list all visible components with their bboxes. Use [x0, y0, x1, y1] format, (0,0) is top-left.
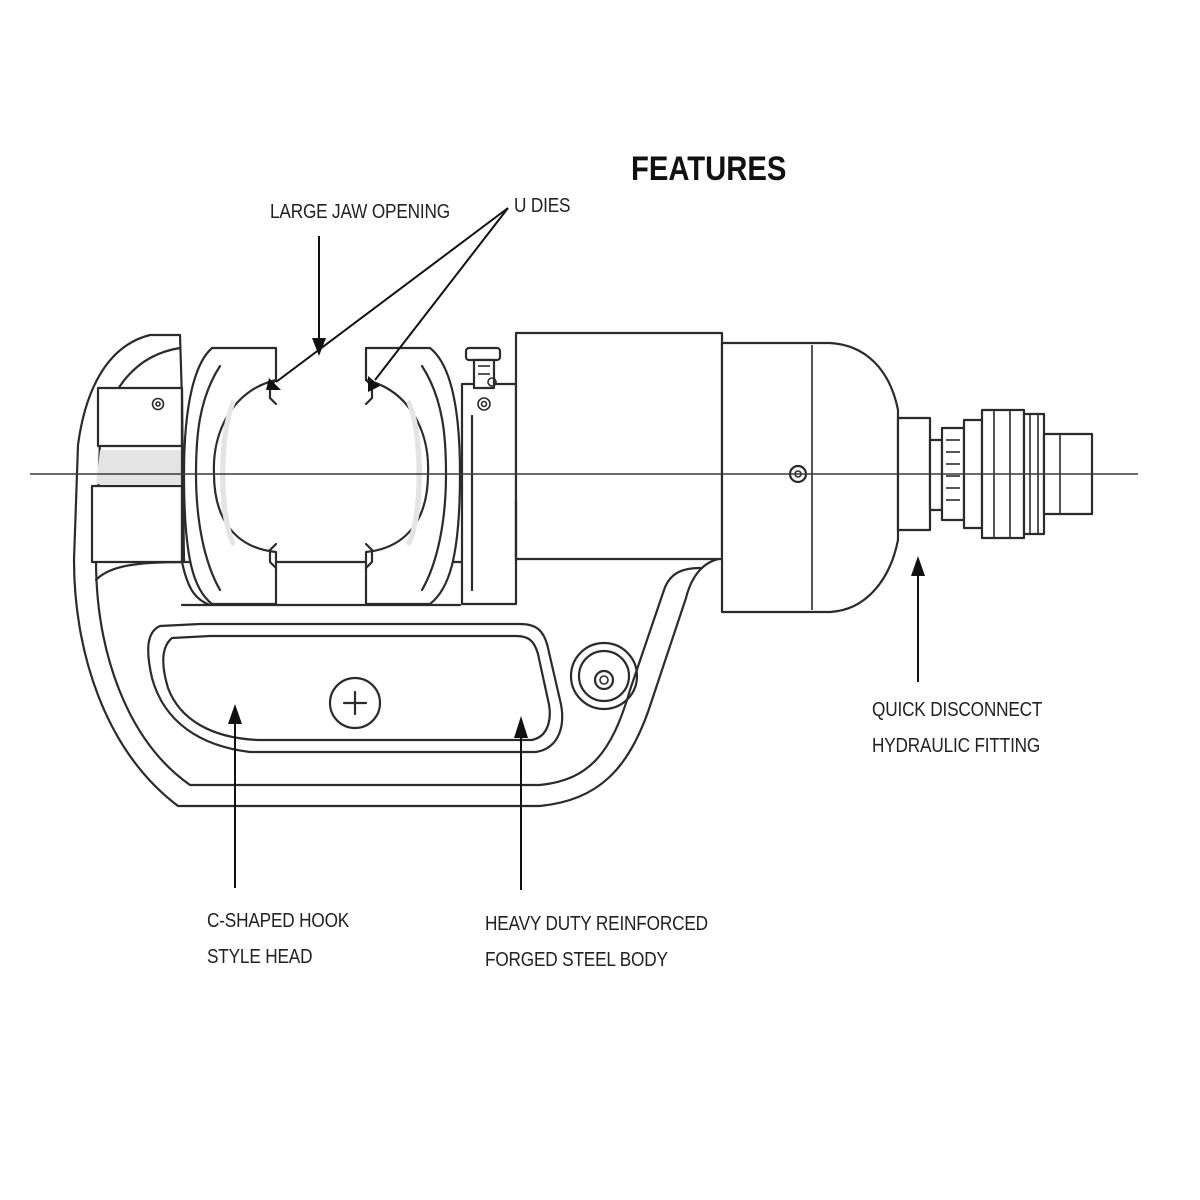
label-forged-body: HEAVY DUTY REINFORCED FORGED STEEL BODY — [485, 906, 708, 978]
label-c-shaped-head-line1: C-SHAPED HOOK — [207, 910, 350, 932]
label-quick-disconnect-line2: HYDRAULIC FITTING — [872, 735, 1041, 757]
hydraulic-cylinder — [514, 331, 900, 614]
label-u-dies: U DIES — [514, 195, 571, 217]
label-quick-disconnect-line1: QUICK DISCONNECT — [872, 699, 1043, 721]
arrow-quick-disconnect — [911, 556, 925, 682]
label-large-jaw-opening: LARGE JAW OPENING — [270, 201, 450, 223]
plus-screw-icon — [328, 676, 382, 730]
arrow-c-shaped-head — [228, 704, 242, 888]
forged-body-pocket — [147, 622, 639, 754]
arrow-u-dies-left — [266, 207, 509, 390]
label-forged-body-line1: HEAVY DUTY REINFORCED — [485, 913, 708, 935]
arrow-jaw-opening — [312, 236, 326, 356]
boss-screw-icon — [569, 641, 639, 711]
label-c-shaped-head-line2: STYLE HEAD — [207, 946, 313, 968]
diagram-title: FEATURES — [631, 150, 787, 188]
label-quick-disconnect: QUICK DISCONNECT HYDRAULIC FITTING — [872, 692, 1042, 764]
arrow-forged-body — [514, 716, 528, 890]
u-die-left — [182, 346, 278, 606]
label-c-shaped-head: C-SHAPED HOOK STYLE HEAD — [207, 903, 349, 975]
die-retainer — [460, 346, 518, 606]
arrow-u-dies-right — [368, 207, 509, 392]
label-forged-body-line2: FORGED STEEL BODY — [485, 949, 668, 971]
u-die-right — [364, 346, 462, 606]
